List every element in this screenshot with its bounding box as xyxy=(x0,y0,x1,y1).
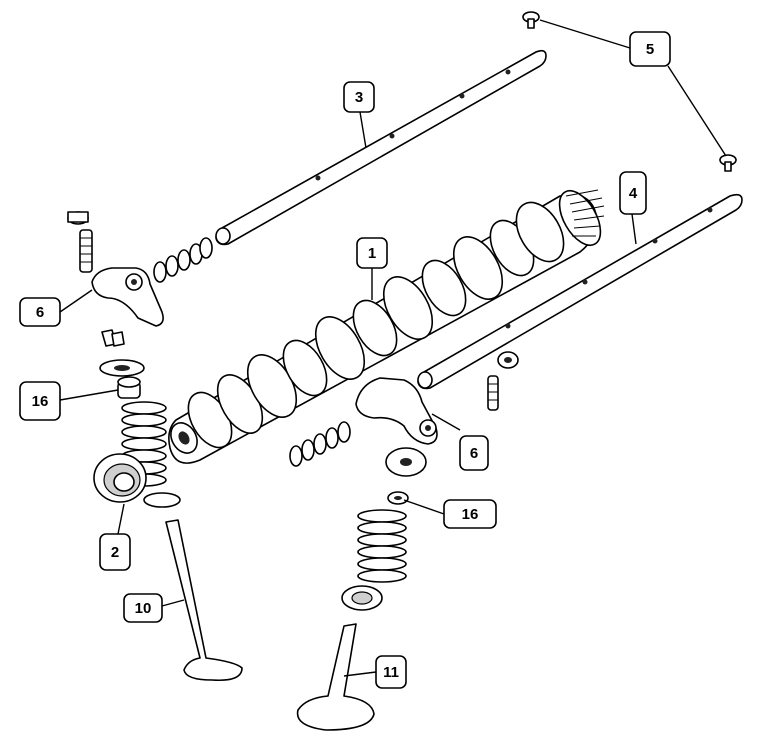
callout-16: 16 xyxy=(19,381,61,421)
callout-box xyxy=(123,593,163,623)
rocker-shaft-upper xyxy=(215,49,547,246)
callout-box xyxy=(459,435,489,471)
callout-1: 1 xyxy=(356,237,388,269)
callout-box xyxy=(375,655,407,689)
callout-text: 4 xyxy=(629,185,638,202)
screw-top xyxy=(522,11,540,29)
screw-right xyxy=(719,154,737,172)
callout-text: 3 xyxy=(355,89,363,106)
valve-guide-seat-2 xyxy=(93,453,147,503)
callout-labels: 1 2 3 4 5 6 6 10 11 16 16 xyxy=(19,31,671,689)
spring-retainer-left xyxy=(99,359,145,377)
callout-box xyxy=(99,533,131,571)
callout-text: 1 xyxy=(368,245,376,262)
valve-10 xyxy=(165,519,243,682)
valve-stem-seal-left xyxy=(117,376,141,399)
callout-text: 16 xyxy=(32,393,49,410)
callout-4: 4 xyxy=(619,171,647,215)
callout-box xyxy=(343,81,375,113)
valve-spring-seat-right xyxy=(341,585,383,611)
spring-retainer-right xyxy=(385,447,427,477)
callout-box xyxy=(443,499,497,529)
valve-spring-seat-left xyxy=(143,492,181,508)
shaft-spring-lower xyxy=(289,421,351,467)
rocker-shaft-lower xyxy=(417,193,743,390)
valve-keepers-left xyxy=(101,329,125,347)
camshaft xyxy=(168,189,605,464)
rocker-arm-left xyxy=(67,211,164,327)
valve-11 xyxy=(296,623,375,731)
shaft-spring-upper xyxy=(153,237,213,283)
callout-10: 10 xyxy=(123,593,163,623)
callout-box xyxy=(19,381,61,421)
callout-text: 6 xyxy=(470,445,478,462)
callout-6: 6 xyxy=(19,297,61,327)
leader-lines xyxy=(59,19,727,677)
callout-text: 5 xyxy=(646,41,654,58)
callout-6: 6 xyxy=(459,435,489,471)
callout-16: 16 xyxy=(443,499,497,529)
valve-stem-seal-right xyxy=(387,491,409,505)
callout-3: 3 xyxy=(343,81,375,113)
callout-11: 11 xyxy=(375,655,407,689)
callout-text: 2 xyxy=(111,544,119,561)
callout-5: 5 xyxy=(629,31,671,67)
callout-box xyxy=(19,297,61,327)
callout-2: 2 xyxy=(99,533,131,571)
rocker-arm-right xyxy=(355,351,519,445)
callout-text: 6 xyxy=(36,304,44,321)
valve-spring-right xyxy=(357,509,407,583)
callout-box xyxy=(619,171,647,215)
callout-text: 10 xyxy=(135,600,152,617)
callout-box xyxy=(629,31,671,67)
callout-text: 11 xyxy=(383,664,399,681)
callout-box xyxy=(356,237,388,269)
callout-text: 16 xyxy=(462,506,479,523)
